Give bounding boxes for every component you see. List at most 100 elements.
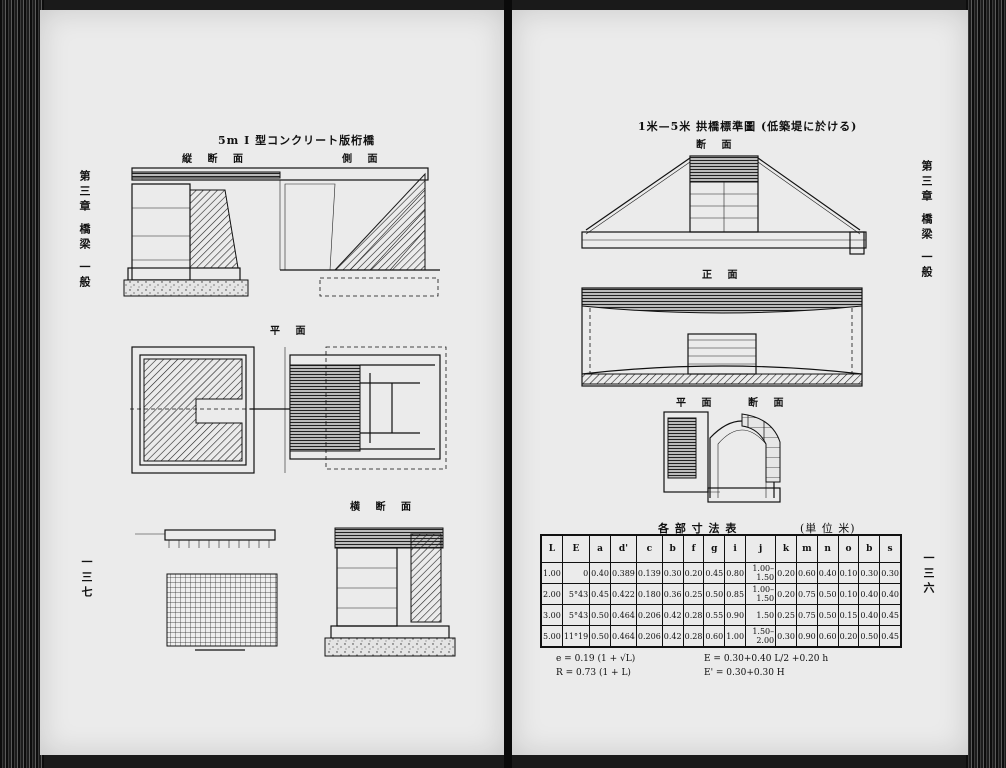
table-cell: 0.389 <box>609 562 637 584</box>
table-cell: 2.00 <box>540 583 563 605</box>
table-cell: 1.00 <box>724 625 747 648</box>
table-cell: 0.42 <box>661 625 684 648</box>
table-cell: 0.464 <box>609 604 637 626</box>
table-header-cell: E <box>561 534 591 563</box>
table-cell: 0.206 <box>635 604 663 626</box>
table-cell: 0.75 <box>795 583 818 605</box>
table-header-cell: a <box>589 534 611 563</box>
table-header-cell: m <box>795 534 818 563</box>
table-cell: 5.00 <box>540 625 563 648</box>
table-cell: 0.90 <box>795 625 818 648</box>
table-cell: 0.206 <box>635 625 663 648</box>
table-cell: 1.00 <box>540 562 563 584</box>
right-figure-title: 1米—5米 拱橋標準圖 (低築堤に於ける) <box>638 120 858 133</box>
table-cell: 0.28 <box>682 625 705 648</box>
longitudinal-and-side-drawing <box>123 167 440 297</box>
table-cell: 0.40 <box>816 562 839 584</box>
plan-drawing <box>130 346 447 474</box>
table-cell: 0.30 <box>858 562 881 584</box>
table-cell: 0.139 <box>635 562 663 584</box>
table-cell: 1.00–1.50 <box>745 562 777 584</box>
table-unit: (単 位 米) <box>800 522 856 535</box>
label-arch-section: 断 面 <box>696 140 738 151</box>
table-cell: 0.42 <box>661 604 684 626</box>
table-cell: 1.00–1.50 <box>745 583 777 605</box>
table-cell: 0.50 <box>816 583 839 605</box>
table-cell: 0.25 <box>775 604 797 626</box>
table-cell: 0.30 <box>879 562 902 584</box>
table-cell: 0.90 <box>724 604 747 626</box>
table-cell: 0.40 <box>858 583 881 605</box>
left-figure-title: 5m I 型コンクリート版桁橋 <box>218 134 376 147</box>
table-header-cell: o <box>837 534 860 563</box>
table-title: 各 部 寸 法 表 <box>658 522 738 535</box>
table-header-cell: j <box>745 534 777 563</box>
label-side-view: 側 面 <box>342 154 384 165</box>
table-cell: 0.10 <box>837 562 860 584</box>
table-header-cell: b <box>661 534 684 563</box>
table-cell: 0 <box>561 562 591 584</box>
arch-section-drawing <box>581 155 867 255</box>
table-cell: 0.20 <box>837 625 860 648</box>
table-header-cell: s <box>879 534 902 563</box>
table-cell: 5°43 <box>561 604 591 626</box>
table-header-cell: L <box>540 534 563 563</box>
left-chapter-heading: 第三章 橋梁 一般 <box>78 170 91 291</box>
arch-plan-cross-drawing <box>663 411 781 503</box>
table-cell: 0.55 <box>703 604 726 626</box>
cross-section-drawing <box>135 527 456 657</box>
label-plan-view: 平 面 <box>270 326 312 337</box>
table-cell: 0.10 <box>837 583 860 605</box>
arch-front-drawing <box>581 287 863 387</box>
table-cell: 0.20 <box>775 583 797 605</box>
table-cell: 0.28 <box>682 604 705 626</box>
right-page-number: 一三六 <box>922 552 935 597</box>
table-cell: 3.00 <box>540 604 563 626</box>
table-cell: 11°19 <box>561 625 591 648</box>
table-cell: 0.40 <box>589 562 611 584</box>
table-header-cell: n <box>816 534 839 563</box>
table-header-cell: d' <box>609 534 637 563</box>
right-chapter-heading: 第三章 橋梁 一般 <box>920 160 933 281</box>
table-header-cell: b <box>858 534 881 563</box>
table-cell: 0.20 <box>682 562 705 584</box>
table-cell: 0.75 <box>795 604 818 626</box>
table-cell: 0.40 <box>879 583 902 605</box>
table-cell: 0.30 <box>775 625 797 648</box>
table-cell: 0.45 <box>879 625 902 648</box>
table-cell: 0.45 <box>589 583 611 605</box>
table-header-cell: c <box>635 534 663 563</box>
table-header-cell: i <box>724 534 747 563</box>
table-cell: 0.50 <box>703 583 726 605</box>
table-cell: 0.36 <box>661 583 684 605</box>
table-cell: 0.45 <box>879 604 902 626</box>
formula-e-upper: E = 0.30+0.40 L/2 +0.20 h <box>704 654 829 664</box>
label-arch-cross: 断 面 <box>748 398 790 409</box>
table-header-cell: g <box>703 534 726 563</box>
table-cell: 0.60 <box>816 625 839 648</box>
formula-e: e = 0.19 (1 + √L) <box>556 654 636 664</box>
label-longitudinal-section: 縦 断 面 <box>182 154 249 165</box>
table-cell: 0.40 <box>858 604 881 626</box>
label-arch-plan: 平 面 <box>676 398 718 409</box>
table-cell: 1.50 <box>745 604 777 626</box>
table-cell: 0.50 <box>589 625 611 648</box>
table-cell: 0.45 <box>703 562 726 584</box>
table-cell: 0.180 <box>635 583 663 605</box>
table-cell: 5°43 <box>561 583 591 605</box>
table-cell: 0.85 <box>724 583 747 605</box>
table-cell: 0.60 <box>703 625 726 648</box>
label-front-view: 正 面 <box>702 270 744 281</box>
formula-r: R = 0.73 (1 + L) <box>556 668 631 678</box>
book-gutter <box>504 0 512 768</box>
table-cell: 0.30 <box>661 562 684 584</box>
table-cell: 0.20 <box>775 562 797 584</box>
table-cell: 0.80 <box>724 562 747 584</box>
table-cell: 0.422 <box>609 583 637 605</box>
